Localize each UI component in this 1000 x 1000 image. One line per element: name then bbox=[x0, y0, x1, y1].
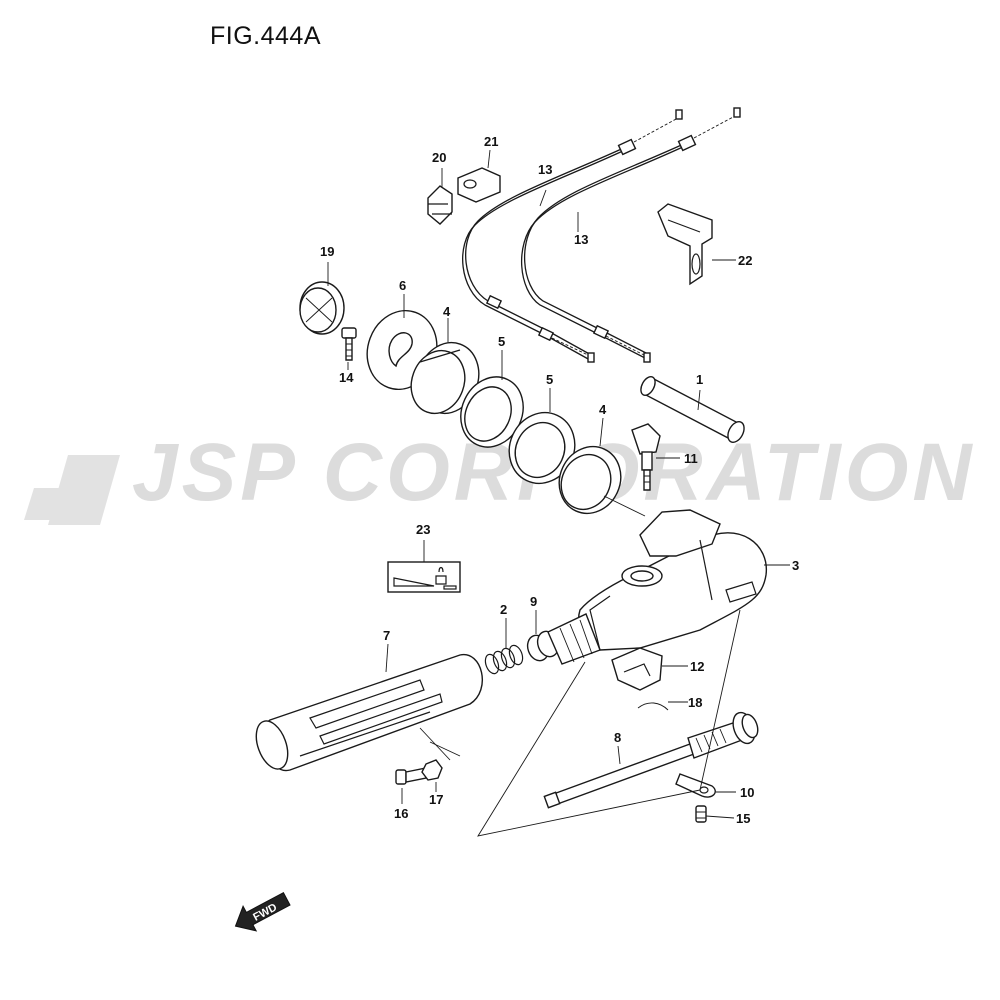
leader-lines bbox=[419, 495, 741, 837]
part-12-block bbox=[611, 647, 663, 691]
part-5-ring-a bbox=[460, 376, 524, 448]
callout-11: 11 bbox=[684, 451, 698, 466]
callout-10: 10 bbox=[740, 785, 754, 800]
callout-8: 8 bbox=[614, 730, 621, 745]
callout-4-upper: 4 bbox=[443, 304, 451, 319]
callout-4-lower: 4 bbox=[599, 402, 607, 417]
callout-1: 1 bbox=[696, 372, 703, 387]
callout-13-b: 13 bbox=[574, 232, 588, 247]
callout-22: 22 bbox=[738, 253, 752, 268]
callout-20: 20 bbox=[432, 150, 446, 165]
callout-23: 23 bbox=[416, 522, 430, 537]
callout-12: 12 bbox=[690, 659, 704, 674]
part-1-tube bbox=[640, 376, 745, 443]
part-4-ring-upper bbox=[410, 341, 480, 415]
callout-19: 19 bbox=[320, 244, 334, 259]
callout-2: 2 bbox=[500, 602, 507, 617]
part-23-label bbox=[387, 561, 461, 593]
part-15-screw bbox=[695, 805, 707, 823]
fwd-label: FWD bbox=[251, 901, 279, 923]
part-20-clip bbox=[427, 185, 453, 225]
callout-16: 16 bbox=[394, 806, 408, 821]
callout-21: 21 bbox=[484, 134, 498, 149]
callouts: 1 2 3 4 4 5 5 6 7 8 9 10 11 12 13 13 14 … bbox=[320, 134, 799, 826]
part-2-spring bbox=[484, 644, 524, 675]
part-8-shaft bbox=[543, 711, 759, 809]
figure-title: FIG.444A bbox=[210, 22, 321, 50]
part-11-shaft bbox=[631, 423, 661, 491]
callout-3: 3 bbox=[792, 558, 799, 573]
part-3-housing bbox=[578, 509, 767, 651]
part-19-cap bbox=[299, 281, 345, 335]
fwd-arrow-icon: FWD bbox=[234, 891, 291, 932]
callout-7: 7 bbox=[383, 628, 390, 643]
part-14-bolt bbox=[341, 327, 357, 361]
callout-18: 18 bbox=[688, 695, 702, 710]
part-13-cables bbox=[462, 107, 741, 363]
part-16-bolt bbox=[395, 767, 427, 785]
callout-5-b: 5 bbox=[546, 372, 553, 387]
callout-9: 9 bbox=[530, 594, 537, 609]
callout-17: 17 bbox=[429, 792, 443, 807]
part-7-grip bbox=[255, 654, 484, 772]
housing-neck bbox=[547, 613, 601, 665]
part-10-plate bbox=[675, 773, 716, 798]
part-17-nut bbox=[421, 759, 443, 781]
part-21-bracket bbox=[457, 167, 501, 203]
callout-6: 6 bbox=[399, 278, 406, 293]
callout-14: 14 bbox=[339, 370, 354, 385]
callout-15: 15 bbox=[736, 811, 750, 826]
part-18-pin bbox=[637, 702, 669, 711]
callout-13-a: 13 bbox=[538, 162, 552, 177]
callout-leaders bbox=[327, 149, 790, 819]
callout-5-a: 5 bbox=[498, 334, 505, 349]
part-22-bracket bbox=[657, 203, 713, 286]
